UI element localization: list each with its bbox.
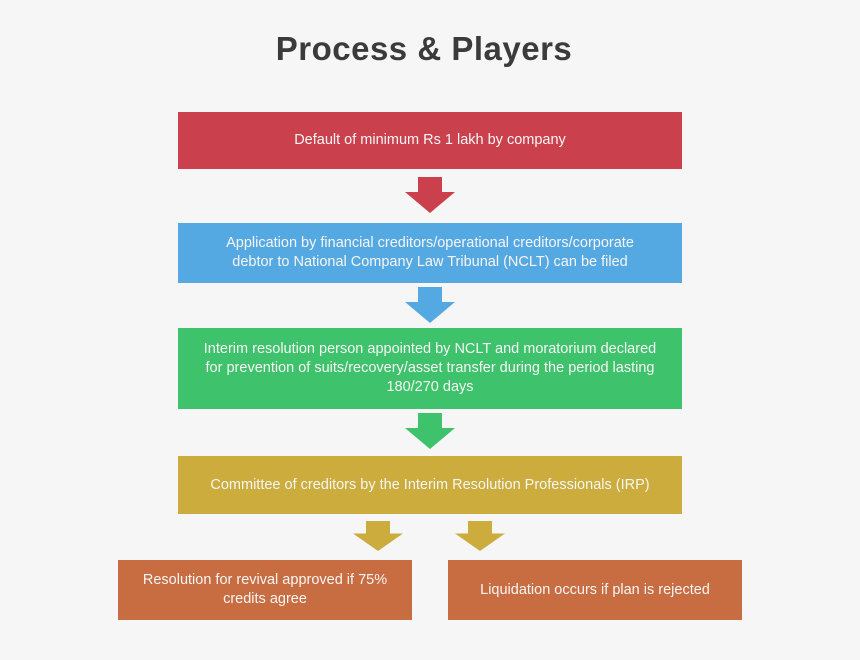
box-text-line: debtor to National Company Law Tribunal … [232, 254, 628, 270]
box-text-line: Liquidation occurs if plan is rejected [480, 581, 710, 598]
down-arrow-icon [405, 413, 455, 449]
step-committee-box: Committee of creditors by the Interim Re… [178, 456, 682, 514]
step-default-box: Default of minimum Rs 1 lakh by company [178, 112, 682, 169]
box-text-line: Application by financial creditors/opera… [226, 235, 634, 251]
down-arrow-shape [405, 413, 455, 449]
box-text-line: Default of minimum Rs 1 lakh by company [294, 132, 566, 148]
box-text-line: 180/270 days [386, 379, 474, 395]
box-text-line: Interim resolution person appointed by N… [203, 341, 657, 357]
page-title: Process & Players [275, 30, 573, 67]
down-arrow-icon [455, 521, 505, 551]
box-text-line: Committee of creditors by the Interim Re… [210, 476, 650, 493]
box-text-line: Resolution for revival approved if 75% [142, 572, 388, 588]
down-arrow-icon [405, 177, 455, 213]
step-application-box: Application by financial creditors/opera… [178, 223, 682, 283]
down-arrow-icon [353, 521, 403, 551]
down-arrow-shape [405, 177, 455, 213]
box-text-line: for prevention of suits/recovery/asset t… [205, 360, 655, 376]
outcome-liquidation-box: Liquidation occurs if plan is rejected [448, 560, 742, 620]
box-text-line: credits agree [223, 591, 307, 607]
down-arrow-shape [405, 287, 455, 323]
step-interim-resolution-box: Interim resolution person appointed by N… [178, 328, 682, 409]
down-arrow-icon [405, 287, 455, 323]
outcome-revival-box: Resolution for revival approved if 75% cr… [118, 560, 412, 620]
down-arrow-shape [353, 521, 403, 551]
down-arrow-shape [455, 521, 505, 551]
